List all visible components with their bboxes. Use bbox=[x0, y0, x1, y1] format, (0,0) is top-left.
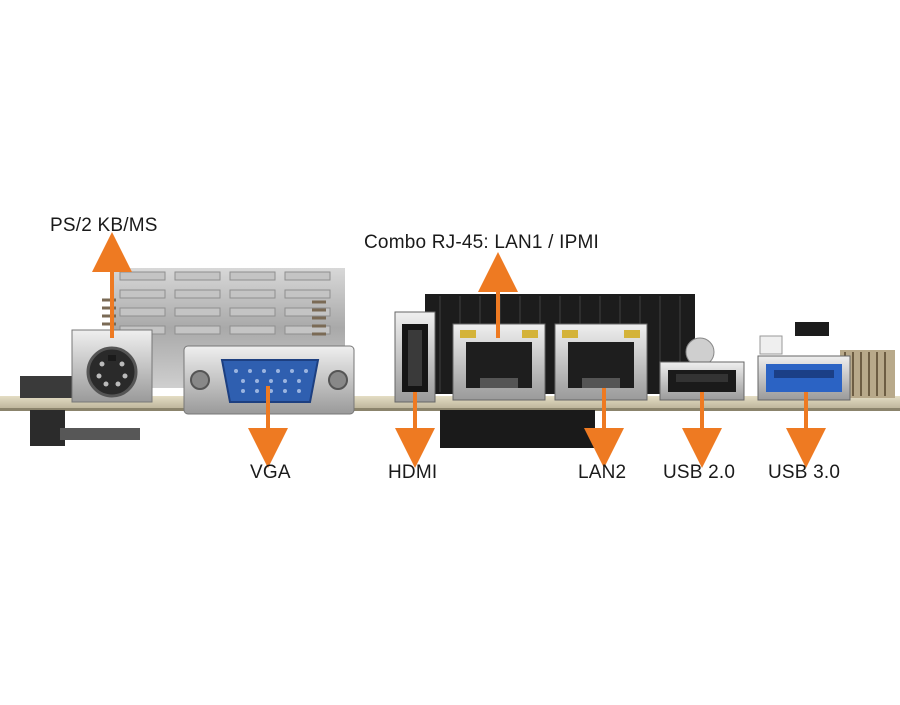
rj45-lan2-connector bbox=[554, 323, 648, 401]
ps2-connector bbox=[71, 329, 153, 403]
vga-connector bbox=[183, 345, 355, 415]
usb2-label: USB 2.0 bbox=[663, 462, 736, 483]
lan2-label: LAN2 bbox=[578, 462, 627, 483]
usb3-label: USB 3.0 bbox=[768, 462, 841, 483]
usb2-connector bbox=[659, 337, 745, 401]
ps2-label: PS/2 KB/MS bbox=[50, 215, 158, 236]
combo-rj45-label: Combo RJ-45: LAN1 / IPMI bbox=[364, 232, 599, 253]
hdmi-label: HDMI bbox=[388, 462, 438, 483]
vga-label: VGA bbox=[250, 462, 291, 483]
hdmi-connector bbox=[394, 311, 436, 403]
